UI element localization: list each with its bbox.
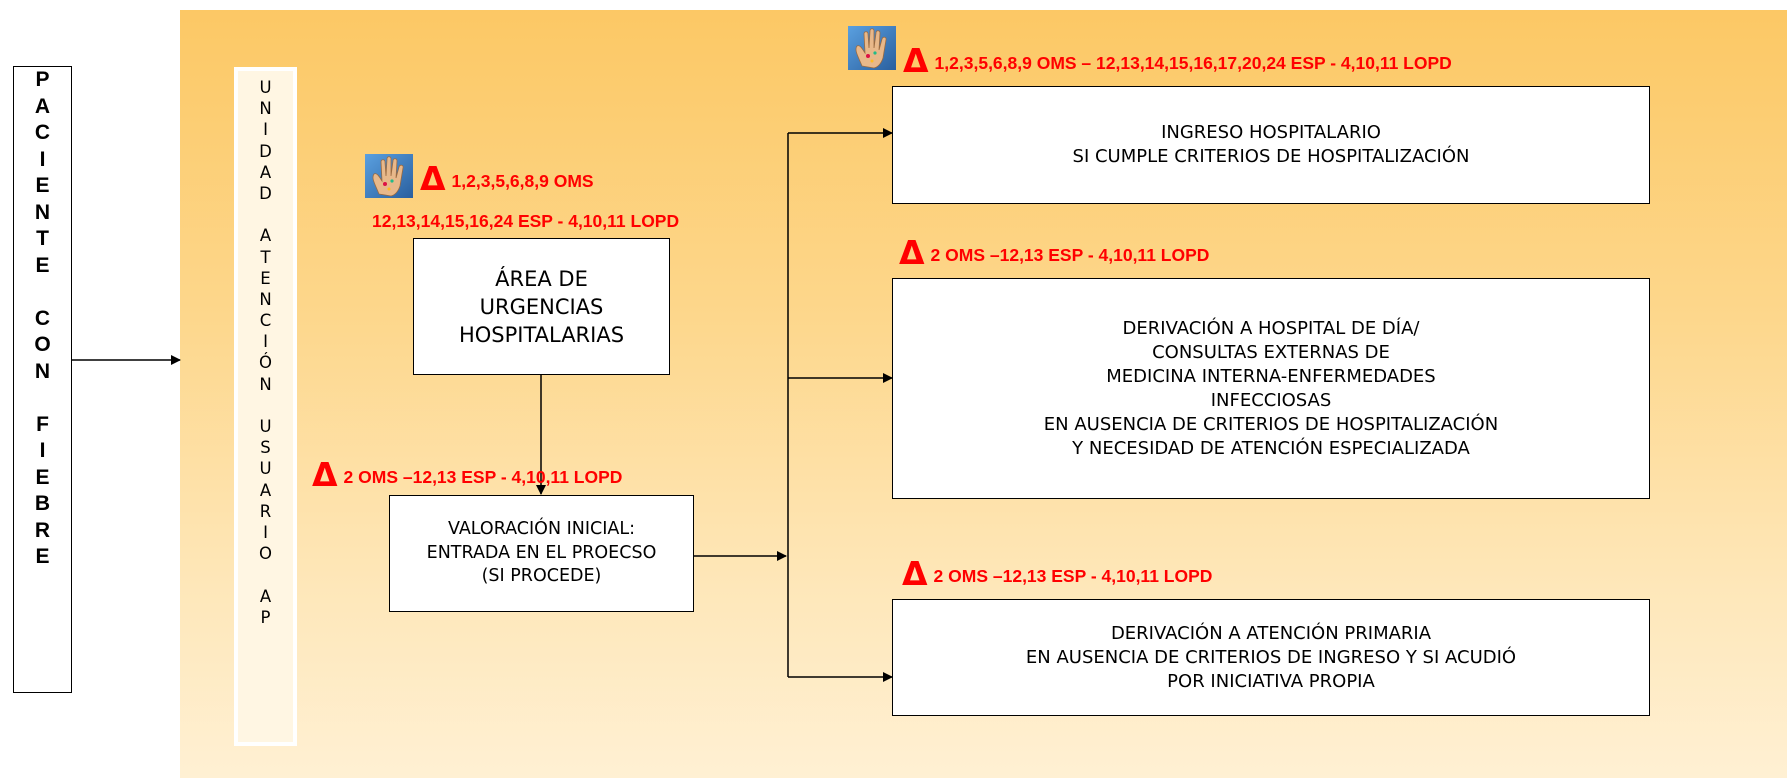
hand-icon bbox=[848, 26, 896, 70]
paciente-letter: E bbox=[35, 174, 50, 197]
box-line: ENTRADA EN EL PROECSO bbox=[426, 542, 657, 563]
annotation-urgencias-line2: 12,13,14,15,16,24 ESP - 4,10,11 LOPD bbox=[372, 211, 680, 231]
unidad-letter: D bbox=[259, 141, 272, 161]
unidad-letter: I bbox=[263, 522, 268, 542]
unidad-letter: A bbox=[259, 162, 272, 182]
paciente-letter: C bbox=[34, 121, 51, 144]
unidad-letter: I bbox=[263, 332, 268, 352]
annotation-text: 2 OMS –12,13 ESP - 4,10,11 LOPD bbox=[933, 566, 1213, 586]
paciente-letter: I bbox=[39, 147, 46, 171]
hand-icon bbox=[365, 154, 413, 198]
paciente-letter: E bbox=[35, 545, 50, 568]
unidad-letter: U bbox=[259, 78, 272, 97]
paciente-letter: T bbox=[36, 227, 49, 250]
paciente-letter: N bbox=[34, 359, 51, 383]
paciente-letter: B bbox=[34, 492, 51, 515]
unidad-letter: I bbox=[263, 120, 268, 140]
box-line: EN AUSENCIA DE CRITERIOS DE INGRESO Y SI… bbox=[1025, 646, 1517, 668]
box-line: HOSPITALARIAS bbox=[458, 322, 625, 347]
delta-symbol: Δ bbox=[312, 455, 338, 494]
unidad-letter: N bbox=[259, 374, 272, 394]
delta-symbol: Δ bbox=[903, 41, 929, 80]
delta-symbol: Δ bbox=[902, 554, 928, 593]
unidad-letter: C bbox=[259, 311, 272, 331]
unidad-letter: N bbox=[259, 289, 272, 309]
box-line: ÁREA DE bbox=[495, 266, 588, 291]
box-line: URGENCIAS bbox=[479, 294, 604, 319]
unidad-letter: T bbox=[260, 247, 271, 267]
unidad-letter: S bbox=[260, 438, 271, 458]
box-line: MEDICINA INTERNA-ENFERMEDADES bbox=[1106, 365, 1436, 387]
annotation-text: 2 OMS –12,13 ESP - 4,10,11 LOPD bbox=[343, 467, 623, 487]
annotation-text: 1,2,3,5,6,8,9 OMS bbox=[451, 171, 594, 191]
unidad-letter: A bbox=[259, 480, 272, 500]
box-line: VALORACIÓN INICIAL: bbox=[447, 519, 636, 540]
unidad-letter: Ó bbox=[259, 353, 272, 373]
box-line: POR INICIATIVA PROPIA bbox=[1167, 670, 1375, 692]
derivacion-atencion-primaria-box: DERIVACIÓN A ATENCIÓN PRIMARIA EN AUSENC… bbox=[892, 599, 1650, 716]
annotation-text: 1,2,3,5,6,8,9 OMS – 12,13,14,15,16,17,20… bbox=[934, 53, 1452, 73]
unidad-letter: D bbox=[259, 183, 272, 203]
paciente-letter: C bbox=[34, 306, 51, 330]
paciente-letter: I bbox=[39, 439, 46, 462]
derivacion-hospital-dia-box: DERIVACIÓN A HOSPITAL DE DÍA/ CONSULTAS … bbox=[892, 278, 1650, 499]
unidad-letter: O bbox=[259, 544, 272, 564]
delta-symbol: Δ bbox=[420, 159, 446, 198]
unidad-letter: U bbox=[259, 459, 272, 479]
box-line: DERIVACIÓN A ATENCIÓN PRIMARIA bbox=[1110, 622, 1432, 644]
box-line: EN AUSENCIA DE CRITERIOS DE HOSPITALIZAC… bbox=[1043, 413, 1499, 435]
paciente-letter: R bbox=[34, 518, 51, 542]
paciente-letter: E bbox=[35, 465, 50, 489]
paciente-letter: F bbox=[36, 412, 49, 436]
delta-symbol: Δ bbox=[899, 233, 925, 272]
paciente-letter: O bbox=[34, 333, 51, 356]
urgencias-box: ÁREA DE URGENCIAS HOSPITALARIAS bbox=[413, 238, 670, 375]
unidad-letter: U bbox=[259, 417, 272, 436]
box-line: INGRESO HOSPITALARIO bbox=[1161, 122, 1381, 143]
annotation-text: 2 OMS –12,13 ESP - 4,10,11 LOPD bbox=[930, 245, 1210, 265]
unidad-letter: E bbox=[260, 268, 271, 288]
box-line: CONSULTAS EXTERNAS DE bbox=[1152, 341, 1390, 363]
unidad-letter: R bbox=[259, 501, 272, 521]
unidad-letter: N bbox=[259, 99, 272, 119]
valoracion-inicial-box: VALORACIÓN INICIAL: ENTRADA EN EL PROECS… bbox=[389, 495, 694, 612]
box-line: INFECCIOSAS bbox=[1210, 389, 1332, 411]
unidad-letter: A bbox=[259, 226, 272, 246]
unidad-letter: A bbox=[259, 586, 272, 606]
box-line: SI CUMPLE CRITERIOS DE HOSPITALIZACIÓN bbox=[1072, 146, 1470, 167]
paciente-letter: A bbox=[34, 94, 51, 118]
box-line: Y NECESIDAD DE ATENCIÓN ESPECIALIZADA bbox=[1072, 437, 1470, 459]
paciente-letter: E bbox=[35, 253, 50, 277]
unidad-letter: P bbox=[260, 607, 271, 627]
box-line: DERIVACIÓN A HOSPITAL DE DÍA/ bbox=[1122, 317, 1420, 339]
paciente-letter: P bbox=[35, 68, 50, 91]
box-line: (SI PROCEDE) bbox=[481, 566, 602, 587]
paciente-letter: N bbox=[34, 200, 51, 224]
ingreso-hospitalario-box: INGRESO HOSPITALARIO SI CUMPLE CRITERIOS… bbox=[892, 86, 1650, 204]
